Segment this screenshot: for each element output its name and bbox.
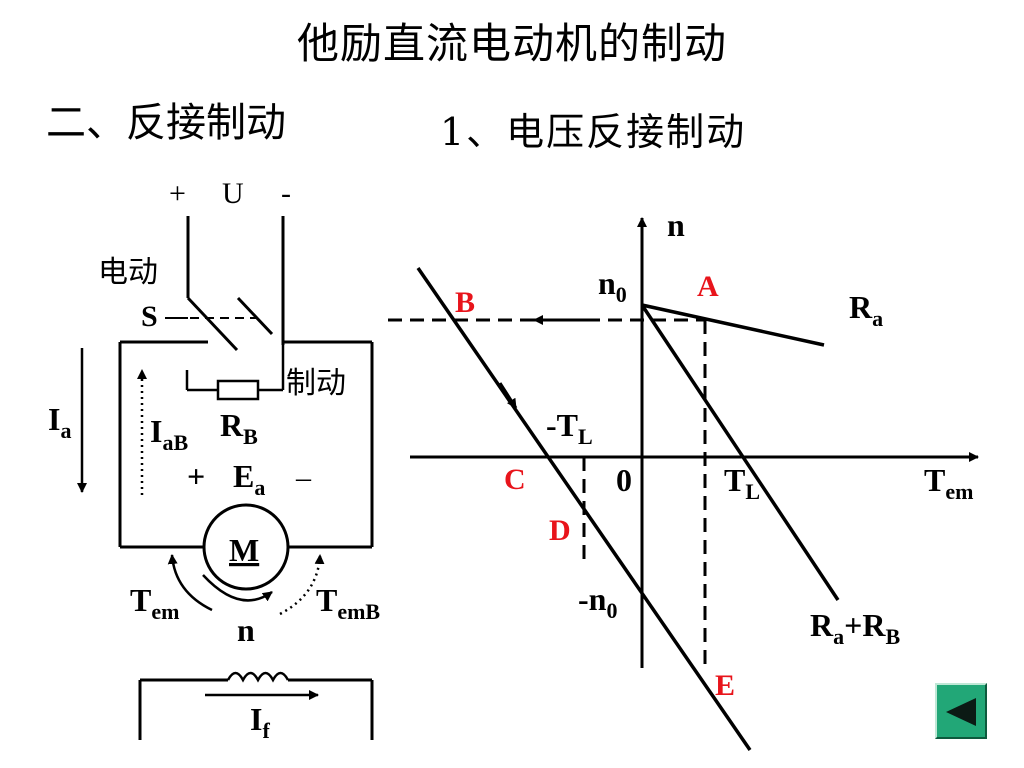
label-neg-tl: -TL: [546, 407, 593, 449]
graph-labels: n n0 -TL 0 TL Tem -n0 Ra Ra+RB: [546, 207, 973, 649]
label-ia: Ia: [48, 401, 71, 443]
mechanical-characteristic-graph: [388, 217, 979, 751]
subsection-heading: 1、电压反接制动: [440, 110, 747, 154]
label-ea-plus: +: [187, 458, 205, 494]
label-iab: IaB: [150, 413, 188, 455]
label-n: n: [237, 612, 255, 648]
ra-line: [641, 303, 825, 347]
switch-blade-left: [186, 296, 239, 352]
label-if: If: [250, 701, 270, 743]
label-plus: +: [169, 177, 186, 210]
label-axis-n: n: [667, 207, 685, 243]
page-title: 他励直流电动机的制动: [296, 19, 727, 68]
point-d: D: [549, 514, 571, 547]
label-ra: Ra: [849, 289, 883, 331]
label-temb: TemB: [316, 582, 380, 624]
label-minus: -: [281, 177, 291, 210]
label-motor: M: [229, 532, 259, 568]
label-neg-n0: -n0: [578, 581, 617, 623]
field-coil: [226, 671, 290, 683]
label-motoring: 电动: [98, 255, 158, 290]
label-rb: RB: [220, 407, 258, 449]
label-switch: S: [141, 300, 158, 333]
point-a: A: [697, 270, 719, 303]
point-c: C: [504, 463, 526, 496]
rb-resistor: [216, 379, 260, 401]
label-tl: TL: [724, 462, 760, 504]
label-ea-minus: –: [295, 461, 312, 494]
label-ra-rb: Ra+RB: [810, 607, 900, 649]
back-button[interactable]: [935, 683, 987, 739]
label-n0: n0: [598, 265, 627, 307]
label-axis-tem: Tem: [924, 462, 973, 504]
motor-circle: [202, 503, 290, 591]
switch-blade-right: [236, 296, 274, 336]
operating-points: A B C D E: [455, 270, 735, 702]
label-ea: Ea: [233, 458, 265, 500]
temb-arrow: [279, 554, 325, 616]
point-b: B: [455, 286, 475, 319]
section-heading: 二、反接制动: [46, 100, 286, 146]
braking-direction-arrow: [498, 382, 518, 409]
circuit-diagram: [77, 216, 374, 740]
ra-rb-line: [640, 304, 840, 601]
label-tem: Tem: [130, 582, 179, 624]
back-arrow-icon: [946, 698, 976, 726]
tem-arrow: [167, 554, 213, 612]
label-u: U: [222, 177, 244, 210]
label-braking: 制动: [286, 366, 346, 401]
circuit-labels: + U - 电动 S 制动 Ia IaB RB + Ea – M Tem n T…: [48, 177, 380, 743]
label-zero: 0: [616, 462, 632, 498]
point-e: E: [715, 669, 735, 702]
n-arrow: [202, 574, 273, 602]
